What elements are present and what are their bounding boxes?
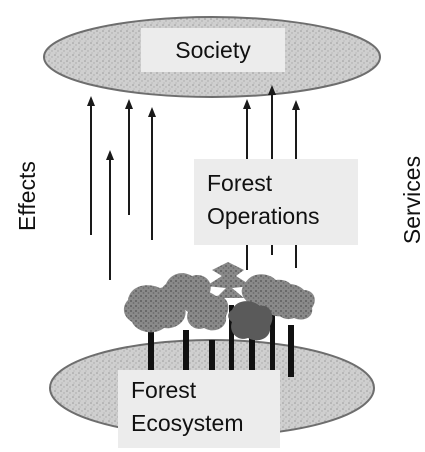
tree-trunks — [148, 300, 294, 380]
tree-crown-3 — [184, 291, 229, 331]
forest-operations-line2: Operations — [207, 202, 320, 229]
effects-arrowhead-4 — [148, 107, 156, 117]
tree-crown-4 — [206, 262, 252, 298]
forest-trees — [123, 262, 315, 380]
effects-arrowhead-3 — [125, 99, 133, 109]
tree-crown-7 — [271, 284, 315, 320]
effects-arrowhead-2 — [106, 150, 114, 160]
effects-arrows — [87, 96, 156, 280]
services-label: Services — [399, 155, 425, 245]
forest-ecosystem-line2: Ecosystem — [131, 409, 244, 436]
forest-ecosystem-label: Forest Ecosystem — [118, 370, 280, 448]
effects-label: Effects — [14, 161, 40, 231]
forest-ecosystem-line1: Forest — [131, 377, 197, 403]
effects-arrowhead-1 — [87, 96, 95, 106]
forest-operations-label: Forest Operations — [194, 159, 358, 245]
society-text: Society — [175, 37, 251, 63]
services-arrowhead-1 — [243, 99, 251, 109]
society-label: Society — [141, 28, 285, 72]
services-arrowhead-3 — [292, 100, 300, 110]
tree-crown-6 — [228, 301, 273, 341]
forest-operations-line1: Forest — [207, 170, 273, 196]
services-arrowhead-2 — [268, 85, 276, 95]
